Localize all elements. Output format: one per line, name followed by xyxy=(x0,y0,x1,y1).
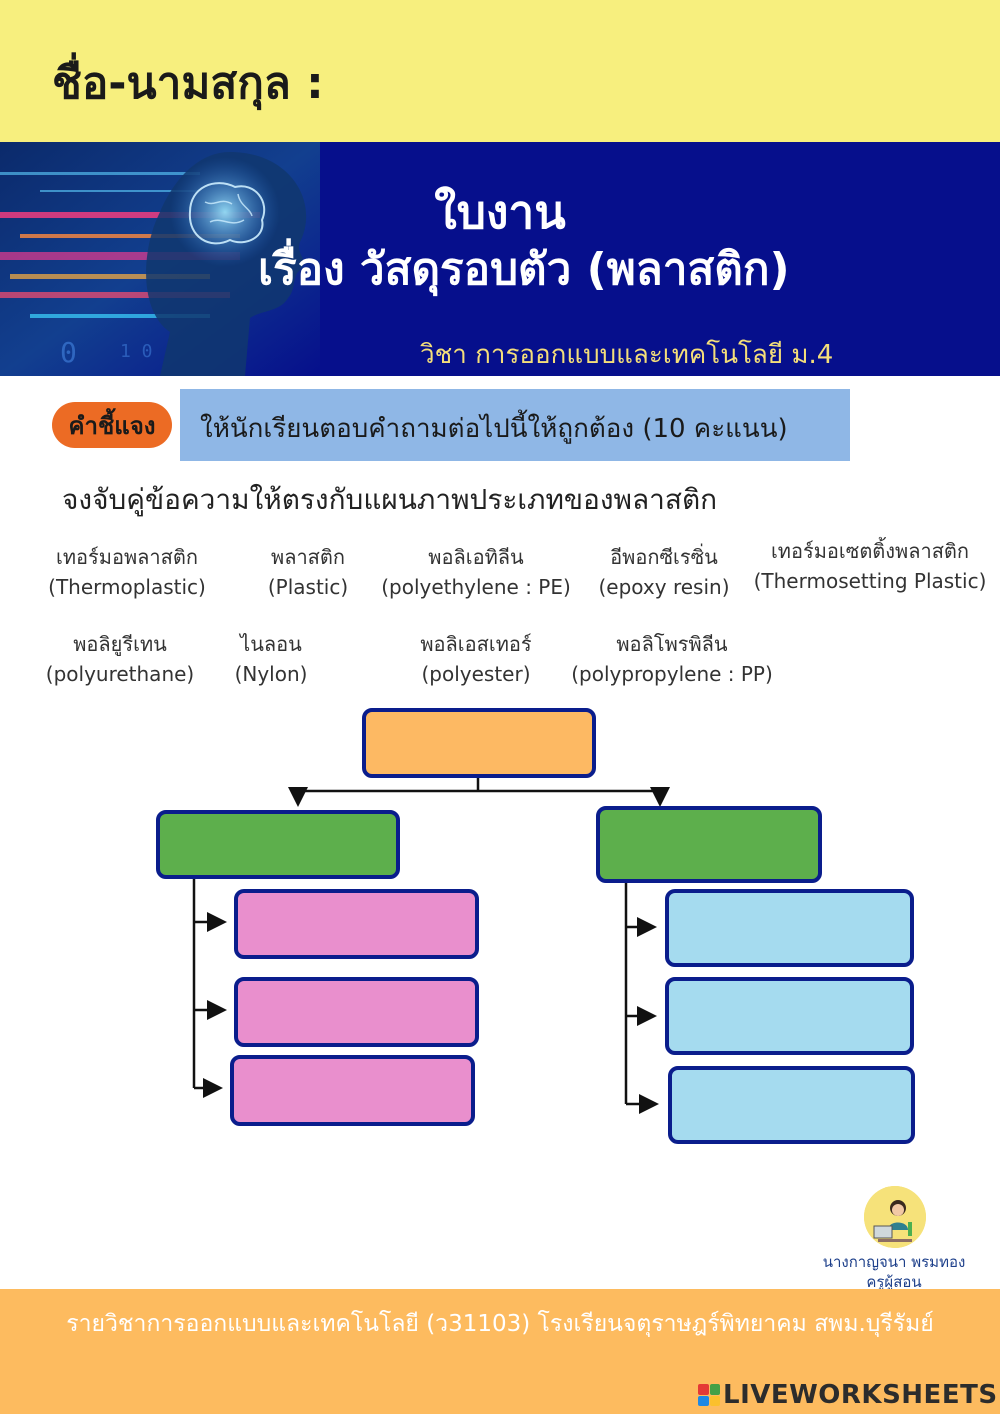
term-english: (epoxy resin) xyxy=(598,575,730,599)
liveworksheets-icon xyxy=(698,1384,720,1406)
answer-box-category-left[interactable] xyxy=(156,810,400,879)
term-epoxy-resin[interactable]: อีพอกซีเรซิ่น (epoxy resin) xyxy=(599,542,730,602)
term-thai: พอลิเอทิลีน xyxy=(428,545,524,569)
term-thermoplastic[interactable]: เทอร์มอพลาสติก (Thermoplastic) xyxy=(48,542,206,602)
answer-box-right-3[interactable] xyxy=(668,1066,915,1144)
term-thai: เทอร์มอพลาสติก xyxy=(56,545,198,569)
instruction-box xyxy=(180,389,850,461)
name-field-label: ชื่อ-นามสกุล : xyxy=(52,58,324,109)
term-english: (Thermoplastic) xyxy=(48,575,206,599)
answer-box-left-2[interactable] xyxy=(234,977,479,1047)
term-english: (polyethylene : PE) xyxy=(381,575,571,599)
term-english: (Thermosetting Plastic) xyxy=(753,569,987,593)
term-plastic[interactable]: พลาสติก (Plastic) xyxy=(268,542,348,602)
answer-box-right-1[interactable] xyxy=(665,889,914,967)
svg-text:1 0: 1 0 xyxy=(120,341,153,362)
term-thai: พอลิโพรพิลีน xyxy=(616,632,728,656)
teacher-avatar xyxy=(864,1186,926,1248)
title-banner: 0 1 0 ใบงาน เรื่อง วัสดุรอบตัว (พลาสติก)… xyxy=(0,142,1000,376)
term-thai: พอลิยูรีเทน xyxy=(73,632,167,656)
term-polyurethane[interactable]: พอลิยูรีเทน (polyurethane) xyxy=(46,629,194,689)
answer-box-right-2[interactable] xyxy=(665,977,914,1055)
answer-box-category-right[interactable] xyxy=(596,806,822,883)
worksheet-topic: เรื่อง วัสดุรอบตัว (พลาสติก) xyxy=(258,244,790,295)
question-text: จงจับคู่ข้อความให้ตรงกับแผนภาพประเภทของพ… xyxy=(62,483,718,516)
answer-box-left-3[interactable] xyxy=(230,1055,475,1126)
term-english: (Plastic) xyxy=(267,575,349,599)
liveworksheets-wordmark: LIVEWORKSHEETS xyxy=(723,1380,998,1410)
teacher-name: นางกาญจนา พรมทอง xyxy=(822,1253,966,1271)
header-band xyxy=(0,0,1000,142)
footer-band xyxy=(0,1289,1000,1414)
term-thermosetting-plastic[interactable]: เทอร์มอเซตติ้งพลาสติก (Thermosetting Pla… xyxy=(754,536,987,596)
term-thai: เทอร์มอเซตติ้งพลาสติก xyxy=(770,539,970,563)
term-polypropylene[interactable]: พอลิโพรพิลีน (polypropylene : PP) xyxy=(571,629,773,689)
answer-box-root[interactable] xyxy=(362,708,596,778)
term-thai: ไนลอน xyxy=(240,632,302,656)
term-polyester[interactable]: พอลิเอสเทอร์ (polyester) xyxy=(420,629,531,689)
svg-text:0: 0 xyxy=(60,336,77,369)
term-thai: อีพอกซีเรซิ่น xyxy=(610,545,718,569)
term-english: (polypropylene : PP) xyxy=(571,662,773,686)
tech-head-illustration: 0 1 0 xyxy=(0,142,320,376)
worksheet-title: ใบงาน xyxy=(434,185,566,239)
liveworksheets-logo[interactable]: LIVEWORKSHEETS xyxy=(698,1378,998,1412)
term-thai: พอลิเอสเทอร์ xyxy=(420,632,532,656)
term-nylon[interactable]: ไนลอน (Nylon) xyxy=(235,629,308,689)
subject-label: วิชา การออกแบบและเทคโนโลยี ม.4 xyxy=(420,340,834,370)
term-polyethylene[interactable]: พอลิเอทิลีน (polyethylene : PE) xyxy=(381,542,571,602)
instruction-tag: คำชี้แจง xyxy=(52,402,172,448)
footer-course-info: รายวิชาการออกแบบและเทคโนโลยี (ว31103) โร… xyxy=(66,1311,934,1337)
instruction-text: ให้นักเรียนตอบคำถามต่อไปนี้ให้ถูกต้อง (1… xyxy=(200,414,788,444)
term-english: (polyester) xyxy=(421,662,531,686)
term-thai: พลาสติก xyxy=(271,545,345,569)
teacher-role: ครูผู้สอน xyxy=(866,1273,922,1291)
term-english: (polyurethane) xyxy=(45,662,195,686)
term-english: (Nylon) xyxy=(234,662,308,686)
answer-box-left-1[interactable] xyxy=(234,889,479,959)
